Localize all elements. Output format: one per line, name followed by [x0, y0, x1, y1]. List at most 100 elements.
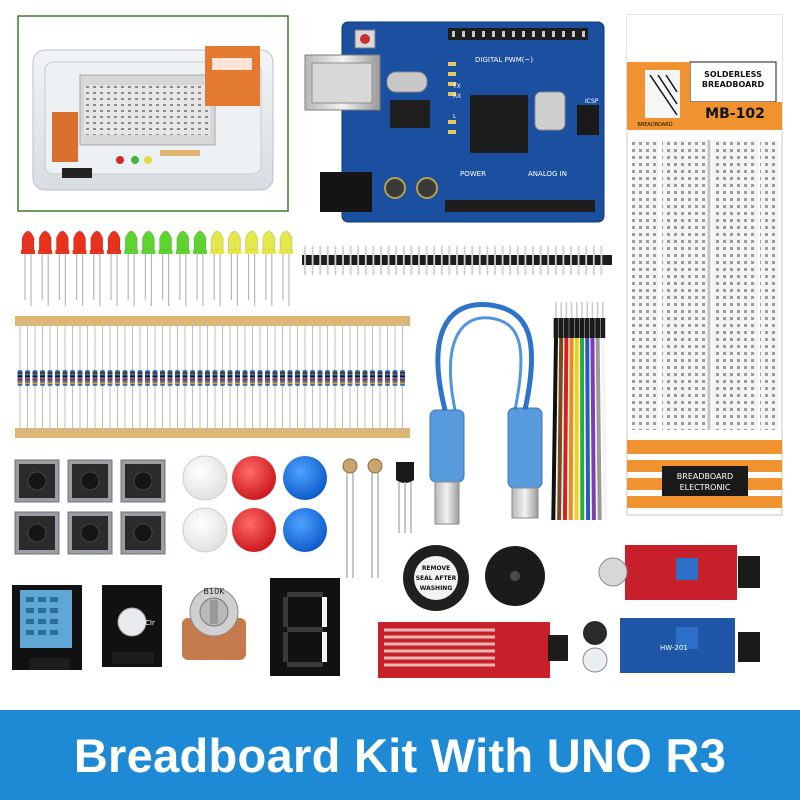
- led: [244, 230, 259, 306]
- resistor: [152, 322, 158, 432]
- resistor: [227, 322, 233, 432]
- jumper-wire: [584, 302, 591, 521]
- breadboard-model: MB-102: [705, 106, 765, 122]
- usb-cable: [429, 301, 543, 525]
- seven-segment-digit: 1: [305, 649, 306, 651]
- jumper-wire: [595, 302, 602, 521]
- resistor: [310, 322, 315, 432]
- resistor: [242, 322, 248, 432]
- jumper-wire: [568, 302, 574, 521]
- led: [141, 230, 156, 306]
- resistor: [137, 322, 143, 432]
- photoresistors: [342, 458, 414, 578]
- dht11-module: [12, 585, 82, 702]
- resistor: [190, 322, 195, 432]
- led-row: [21, 230, 293, 306]
- led: [72, 230, 87, 306]
- resistor: [62, 322, 68, 432]
- buzzer-label-line1: REMOVE: [422, 565, 450, 572]
- resistor: [332, 322, 338, 432]
- resistor: [220, 322, 225, 432]
- buzzer-label-line3: WASHING: [420, 585, 453, 592]
- resistor: [25, 322, 30, 432]
- tactile-switches: [14, 459, 166, 555]
- resistor: [272, 322, 278, 432]
- resistor: [257, 322, 263, 432]
- led: [55, 230, 70, 306]
- resistor: [47, 322, 53, 432]
- uno-board: DIGITAL PWM(~) ANALOG IN POWER ICSP TX R…: [304, 21, 605, 223]
- resistor: [235, 322, 240, 432]
- rgb-module-label: CIr: [145, 619, 155, 627]
- breadboard-brand-line1: SOLDERLESS: [704, 70, 762, 79]
- resistor: [325, 322, 330, 432]
- resistor: [85, 322, 90, 432]
- seven-segment-display: 1: [270, 578, 340, 676]
- buzzers: REMOVE SEAL AFTER WASHING: [403, 545, 545, 611]
- resistor: [355, 322, 360, 432]
- resistor: [115, 322, 120, 432]
- led: [210, 230, 225, 306]
- jumper-wire: [557, 302, 564, 521]
- resistor: [32, 322, 38, 432]
- led: [124, 230, 139, 306]
- led: [89, 230, 104, 306]
- jumper-wire: [562, 302, 569, 521]
- jumper-wires: [551, 302, 608, 521]
- jumper-wire: [600, 302, 608, 521]
- tactile-switch: [67, 459, 113, 503]
- resistor: [197, 322, 203, 432]
- ir-module: HW-201: [582, 618, 760, 673]
- uno-digital-label: DIGITAL PWM(~): [475, 56, 533, 64]
- resistor: [130, 322, 135, 432]
- resistor: [295, 322, 300, 432]
- resistor: [55, 322, 60, 432]
- jumper-wire: [590, 302, 596, 521]
- led: [158, 230, 173, 306]
- led: [279, 230, 293, 306]
- led: [193, 230, 207, 306]
- resistor: [205, 322, 210, 432]
- resistor: [175, 322, 180, 432]
- tactile-switch: [120, 459, 166, 503]
- tactile-switch: [67, 511, 113, 555]
- resistor: [287, 322, 293, 432]
- tactile-switch: [14, 459, 60, 503]
- breadboard-brand-line2: BREADBOARD: [702, 80, 765, 89]
- resistor: [107, 322, 113, 432]
- uno-tx-label: TX: [452, 83, 461, 90]
- storage-box-photo: [17, 15, 289, 212]
- resistor: [182, 322, 188, 432]
- water-level-sensor: [378, 622, 568, 678]
- resistor: [370, 322, 375, 432]
- led: [38, 230, 53, 306]
- resistor: [160, 322, 165, 432]
- resistor: [70, 322, 75, 432]
- resistor: [77, 322, 83, 432]
- sound-sensor-module: [598, 545, 760, 600]
- rgb-led-module: CIr: [102, 585, 162, 692]
- jumper-wire: [551, 302, 559, 521]
- breadboard: SOLDERLESS BREADBOARD MB-102 BREADBOARD …: [626, 14, 783, 516]
- resistor: [145, 322, 150, 432]
- uno-analog-label: ANALOG IN: [528, 170, 567, 178]
- tactile-switch: [120, 511, 166, 555]
- resistor: [40, 322, 45, 432]
- resistor: [362, 322, 368, 432]
- potentiometer-label: B10K: [204, 587, 226, 596]
- breadboard-bottom-line1: BREADBOARD: [677, 472, 733, 481]
- ir-module-label: HW-201: [660, 644, 688, 652]
- uno-icsp-label: ICSP: [585, 98, 599, 105]
- uno-power-label: POWER: [460, 170, 486, 178]
- led: [107, 230, 121, 306]
- tactile-switch: [14, 511, 60, 555]
- resistor: [167, 322, 173, 432]
- potentiometer: B10K: [182, 587, 246, 682]
- resistor: [392, 322, 398, 432]
- resistor: [302, 322, 308, 432]
- breadboard-small-label: BREADBOARD: [637, 122, 672, 128]
- breadboard-bottom-line2: ELECTRONIC: [680, 483, 731, 492]
- buzzer-label-line2: SEAL AFTER: [416, 575, 457, 582]
- resistor: [100, 322, 105, 432]
- resistor: [340, 322, 345, 432]
